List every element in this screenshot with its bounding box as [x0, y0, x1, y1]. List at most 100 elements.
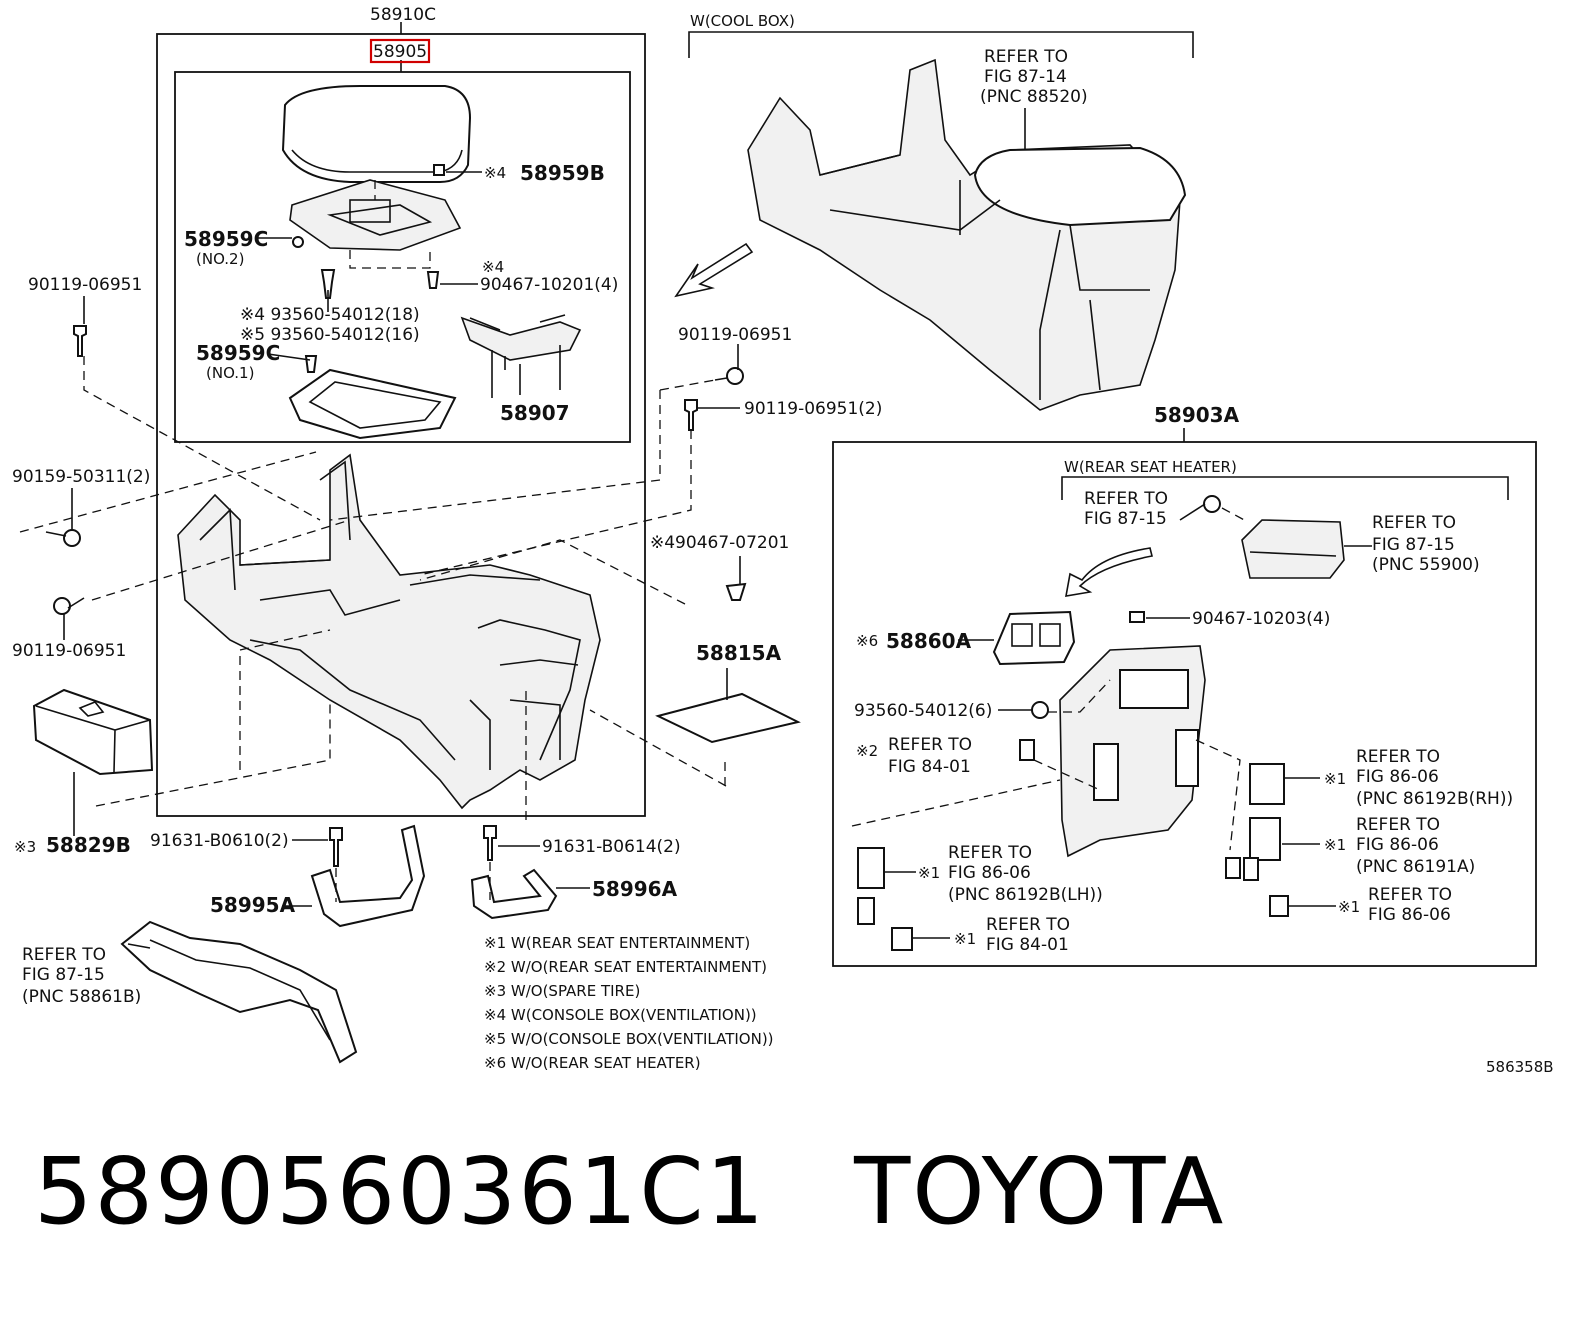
label-ref-87-14-b: FIG 87-14: [984, 67, 1067, 87]
label-ref-rh-c: (PNC 86192B(RH)): [1356, 789, 1513, 809]
air-duct-part: [120, 920, 358, 1064]
label-58829B-mark: ※3: [14, 838, 36, 856]
label-ref-lh-b: FIG 86-06: [948, 863, 1031, 883]
armrest-hinge-plate-part: [289, 179, 462, 251]
note-5: ※5 W/O(CONSOLE BOX(VENTILATION)): [484, 1030, 774, 1048]
label-ref-55900-a: REFER TO: [1372, 513, 1456, 533]
brand-name: TOYOTA: [854, 1138, 1226, 1245]
clip-90467-07201: [725, 582, 747, 601]
storage-box-58829B-part: [32, 688, 154, 776]
label-ref-87-14-a: REFER TO: [984, 47, 1068, 67]
label-58959B: 58959B: [520, 161, 605, 185]
label-90467-10203: 90467-10203(4): [1192, 609, 1330, 629]
label-90119-06951-a: 90119-06951: [28, 275, 142, 295]
label-58959C-no2-sub: (NO.2): [196, 250, 244, 268]
label-93560-54012-6: 93560-54012(6): [854, 701, 992, 721]
label-ref-87-14-c: (PNC 88520): [980, 87, 1088, 107]
label-ref-86191-a: REFER TO: [1356, 815, 1440, 835]
label-58959C-no1-sub: (NO.1): [206, 364, 254, 382]
label-90119-06951-d: 90119-06951(2): [744, 399, 882, 419]
label-ref-84-01-b: FIG 84-01: [888, 757, 971, 777]
label-ref-86191-b: FIG 86-06: [1356, 835, 1439, 855]
label-91631-b0614: 91631-B0614(2): [542, 837, 681, 857]
vent-58860A-part: [992, 610, 1076, 666]
label-ref-87-15-a: REFER TO: [1084, 489, 1168, 509]
label-58907: 58907: [500, 401, 570, 425]
note-2: ※2 W/O(REAR SEAT ENTERTAINMENT): [484, 958, 767, 976]
label-ref-rh-mark: ※1: [1324, 770, 1346, 788]
label-90119-06951-b: 90119-06951: [12, 641, 126, 661]
label-ref-84-01-a: REFER TO: [888, 735, 972, 755]
label-ref-86-06-a: REFER TO: [1368, 885, 1452, 905]
label-ref-84-01b-a: REFER TO: [986, 915, 1070, 935]
illustration-number: 586358B: [1486, 1058, 1554, 1076]
armrest-lid-part: [281, 85, 472, 183]
note-1: ※1 W(REAR SEAT ENTERTAINMENT): [484, 934, 750, 952]
label-93560-18: ※4 93560-54012(18): [240, 305, 420, 325]
assembly-frame-58905: [174, 71, 631, 443]
bracket-58996A-part: [470, 868, 558, 920]
console-box-body-part: [177, 453, 601, 810]
bolt-90119-06951-right: [714, 367, 744, 385]
label-90467-10201: 90467-10201(4): [480, 275, 618, 295]
label-ref-84-01b-b: FIG 84-01: [986, 935, 1069, 955]
part-number: 5890560361C1: [34, 1138, 767, 1245]
label-90119-06951-c: 90119-06951: [678, 325, 792, 345]
heater-switch-55900-part: [1241, 519, 1345, 579]
note-6: ※6 W/O(REAR SEAT HEATER): [484, 1054, 701, 1072]
label-ref-86191-c: (PNC 86191A): [1356, 857, 1475, 877]
label-ref-lh-mark: ※1: [918, 864, 940, 882]
label-ref-86-06-mark: ※1: [1338, 898, 1360, 916]
bolt-90119-06951-left-bottom: [53, 597, 85, 615]
label-58905: 58905: [373, 42, 427, 62]
label-90467-07201: ※490467-07201: [650, 533, 789, 553]
label-58910C: 58910C: [370, 5, 436, 25]
label-58829B: 58829B: [46, 833, 131, 857]
highlight-box: [369, 38, 431, 64]
label-58860A: 58860A: [886, 629, 972, 653]
bolt-90119-06951-2: [684, 399, 698, 431]
label-58860A-mark: ※6: [856, 632, 878, 650]
label-93560-16: ※5 93560-54012(16): [240, 325, 420, 345]
label-ref-84-01b-mark: ※1: [954, 930, 976, 948]
screw-90159-50311: [45, 529, 81, 547]
label-cool-box: W(COOL BOX): [690, 12, 795, 30]
arrow-hollow: [674, 242, 754, 298]
bolt-90119-06951-left-top: [73, 325, 87, 357]
label-ref-58861-b: FIG 87-15: [22, 965, 105, 985]
label-ref-rh-b: FIG 86-06: [1356, 767, 1439, 787]
label-ref-58861-a: REFER TO: [22, 945, 106, 965]
label-91631-b0610: 91631-B0610(2): [150, 831, 289, 851]
armrest-tray-part: [288, 368, 457, 440]
label-ref-87-15-b: FIG 87-15: [1084, 509, 1167, 529]
caption: 5890560361C1 TOYOTA: [34, 1138, 1225, 1245]
label-ref-84-01-mark: ※2: [856, 742, 878, 760]
label-58996A: 58996A: [592, 877, 678, 901]
label-rear-seat-heater: W(REAR SEAT HEATER): [1064, 458, 1237, 476]
label-58903A: 58903A: [1154, 403, 1240, 427]
arrow-hollow-curved: [1065, 547, 1153, 597]
note-3: ※3 W/O(SPARE TIRE): [484, 982, 640, 1000]
label-ref-lh-a: REFER TO: [948, 843, 1032, 863]
label-58959C-no2: 58959C: [184, 227, 268, 251]
label-ref-86191-mark: ※1: [1324, 836, 1346, 854]
label-58959C-no1: 58959C: [196, 341, 280, 365]
console-cool-box-part: [747, 58, 1187, 411]
mat-58815A-part: [655, 692, 801, 744]
rear-panel-58903A-part: [1059, 645, 1206, 858]
label-ref-58861-c: (PNC 58861B): [22, 987, 141, 1007]
switch-86192B-lh-part: [857, 847, 885, 925]
label-58959B-mark: ※4: [484, 164, 506, 182]
label-ref-86-06-b: FIG 86-06: [1368, 905, 1451, 925]
label-ref-lh-c: (PNC 86192B(LH)): [948, 885, 1103, 905]
label-ref-rh-a: REFER TO: [1356, 747, 1440, 767]
note-4: ※4 W(CONSOLE BOX(VENTILATION)): [484, 1006, 757, 1024]
label-58995A: 58995A: [210, 893, 296, 917]
label-ref-55900-b: FIG 87-15: [1372, 535, 1455, 555]
label-90467-10201-mark: ※4: [482, 258, 504, 276]
switch-86191A-part: [1243, 817, 1281, 881]
bracket-58995A-part: [310, 824, 426, 928]
label-58815A: 58815A: [696, 641, 782, 665]
label-90159-50311: 90159-50311(2): [12, 467, 150, 487]
